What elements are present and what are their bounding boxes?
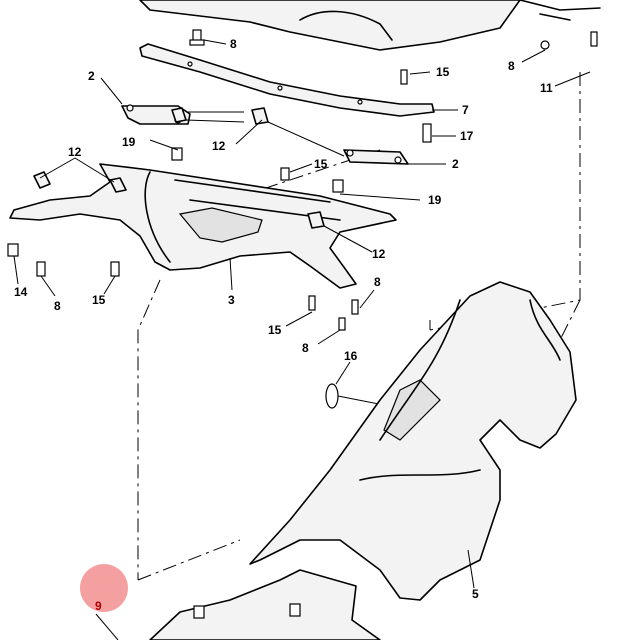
callout-8: 8	[230, 37, 237, 51]
callout-7: 7	[462, 103, 469, 117]
callout-12: 12	[212, 139, 226, 153]
callout-15: 15	[436, 65, 450, 79]
callout-11: 11	[540, 81, 553, 95]
callout-9[interactable]: 9	[95, 599, 102, 613]
callout-15: 15	[314, 157, 328, 171]
top-panel-partial	[139, 0, 601, 51]
callout-5: 5	[472, 587, 479, 601]
callout-17: 17	[460, 129, 474, 143]
callout-19: 19	[122, 135, 136, 149]
callout-12: 12	[372, 247, 386, 261]
callout-2: 2	[88, 69, 95, 83]
callout-8: 8	[302, 341, 309, 355]
fasteners	[7, 29, 598, 331]
leader-lines	[13, 39, 591, 589]
callout-16: 16	[344, 349, 358, 363]
callout-9-highlight[interactable]	[80, 564, 128, 612]
part-5-heat-shield	[249, 281, 577, 601]
part-9-bottom-panel	[95, 569, 381, 640]
callout-3: 3	[228, 293, 235, 307]
callout-19: 19	[428, 193, 442, 207]
part-2-bracket-right	[343, 149, 409, 165]
callout-2: 2	[452, 157, 459, 171]
callout-labels: 8 8 11 15 2 7 19 12 17 15 2 12 19 12 14 …	[14, 37, 553, 613]
callout-15: 15	[268, 323, 282, 337]
part-3-tray	[9, 163, 397, 289]
callout-8: 8	[508, 59, 515, 73]
callout-8: 8	[374, 275, 381, 289]
part-7-strap	[139, 43, 435, 117]
callout-8: 8	[54, 299, 61, 313]
callout-14: 14	[14, 285, 28, 299]
callout-12: 12	[68, 145, 82, 159]
callout-15: 15	[92, 293, 106, 307]
